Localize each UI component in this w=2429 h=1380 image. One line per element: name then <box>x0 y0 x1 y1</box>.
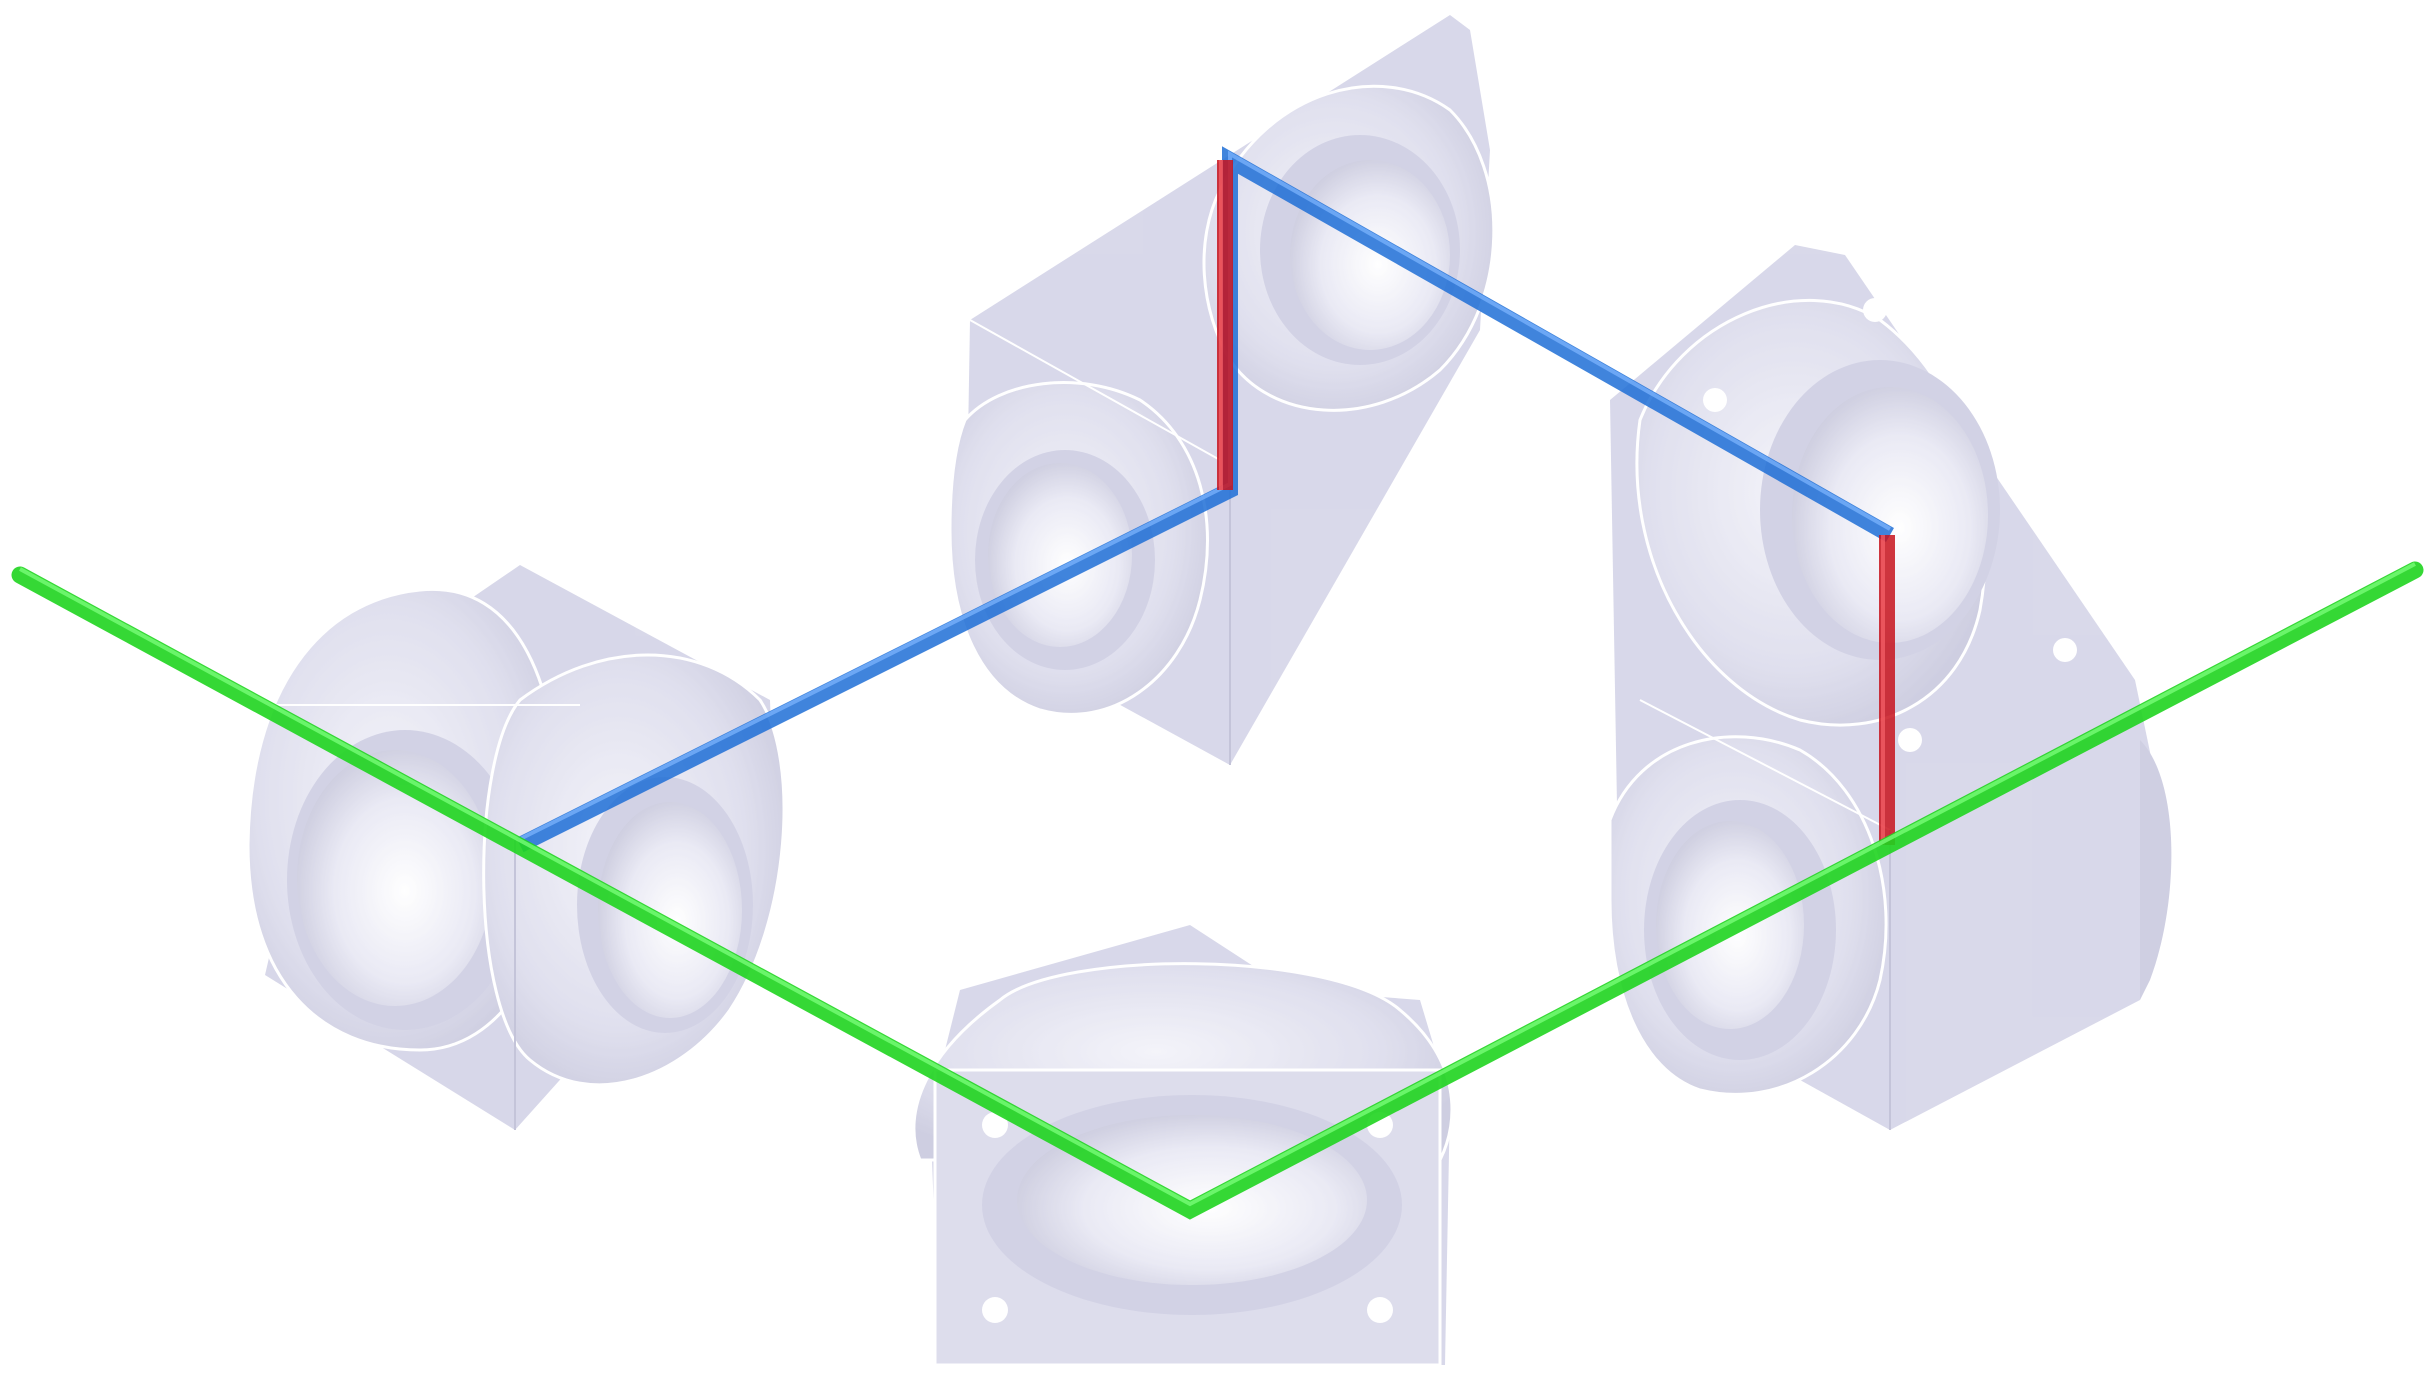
bottom-body-bolt-hole <box>1367 1297 1393 1323</box>
red-route[interactable] <box>1217 160 1895 845</box>
valve-body-bottom[interactable] <box>912 925 1454 1367</box>
right-body-bore-a <box>1792 387 1988 643</box>
bottom-body-bolt-hole <box>982 1297 1008 1323</box>
left-body-bore-a <box>297 750 493 1006</box>
right-body-bolt-hole <box>1703 388 1727 412</box>
left-body-bore-b <box>598 802 742 1018</box>
green-route-highlight <box>19 562 2416 1207</box>
right-body-bolt-hole <box>1863 298 1887 322</box>
right-body-edge <box>1639 699 1891 831</box>
green-route-pipe[interactable] <box>11 561 2424 1220</box>
valve-body-left[interactable] <box>246 565 786 1130</box>
right-body-side <box>2140 740 2172 1000</box>
top-body-bore-a <box>1290 160 1450 350</box>
green-route[interactable] <box>11 561 2424 1220</box>
bottom-body-bolt-hole <box>982 1112 1008 1138</box>
top-body-edge <box>969 319 1221 461</box>
right-body-bolt-hole <box>2053 638 2077 662</box>
right-body-bolt-hole <box>1898 728 1922 752</box>
